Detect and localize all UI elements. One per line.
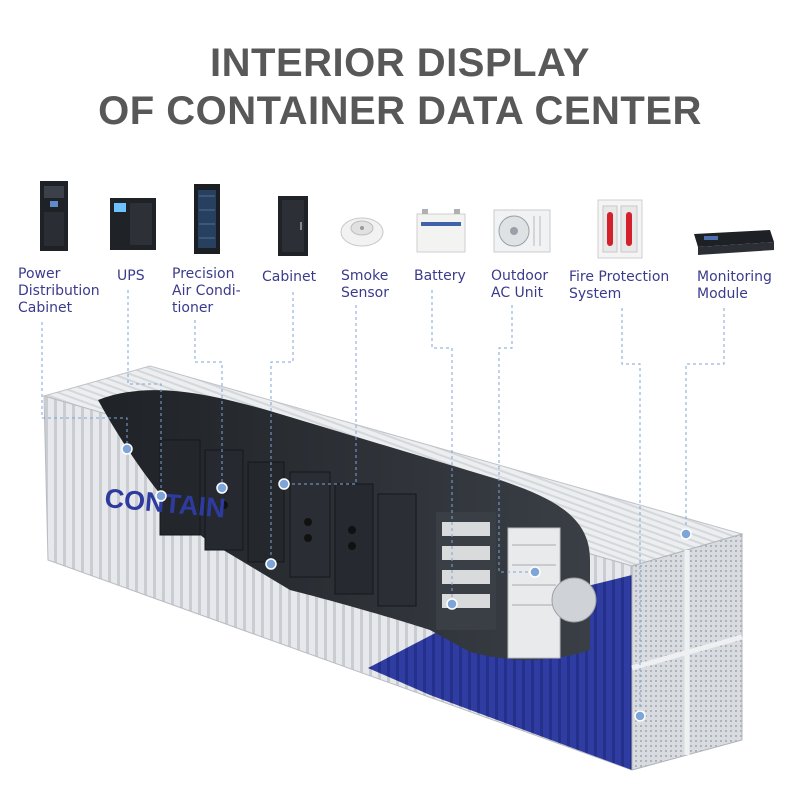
dot-smk [278,478,290,490]
leader-cab [270,292,294,564]
precision-air-conditioner-icon [194,184,220,254]
ups-icon [110,198,156,250]
dot-pac [216,482,228,494]
label-battery: Battery [414,268,466,284]
label-ups: UPS [117,268,145,284]
leader-ups [127,290,162,496]
dot-ups [155,490,167,502]
dot-oac [529,566,541,578]
title-line-2: OF CONTAINER DATA CENTER [98,89,702,133]
dot-cab [265,558,277,570]
leader-bat [431,290,453,604]
leader-pdc [41,322,128,449]
leader-oac [498,305,535,573]
dot-fps [634,710,646,722]
title-line-1: INTERIOR DISPLAY [210,41,590,85]
leader-dots [121,443,692,722]
leader-pac [194,320,223,488]
dot-mon [680,528,692,540]
label-power-distribution-cabinet: Power Distribution Cabinet [18,266,100,316]
label-precision-air-conditioner: Precision Air Condi- tioner [172,266,241,316]
outdoor-ac-unit-icon [493,209,551,253]
dot-bat [446,598,458,610]
smoke-sensor-icon [340,217,384,247]
battery-icon [416,209,466,253]
label-cabinet: Cabinet [262,269,317,285]
label-outdoor-ac-unit: Outdoor AC Unit [491,268,549,301]
dot-pdc [121,443,133,455]
leader-lines [41,290,725,716]
label-monitoring-module: Monitoring Module [697,269,772,302]
monitoring-module-icon [694,230,774,255]
cabinet-icon [278,196,308,256]
battery-shelves [436,512,496,630]
label-fire-protection-system: Fire Protection System [569,269,670,302]
fire-protection-system-icon [597,199,643,259]
power-distribution-cabinet-icon [40,181,68,251]
label-smoke-sensor: Smoke Sensor [341,268,389,301]
server-racks [159,439,417,607]
interior-ac-unit [507,527,597,659]
leader-mon [685,308,725,534]
